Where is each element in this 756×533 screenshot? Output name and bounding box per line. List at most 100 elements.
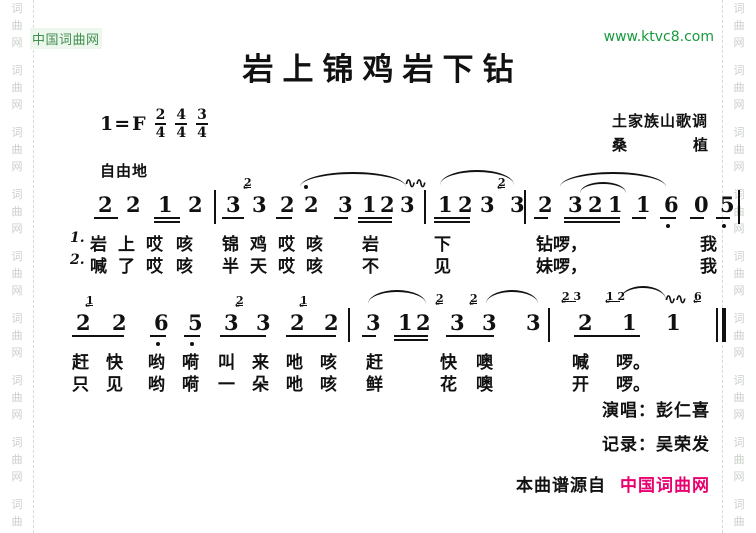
lyric-syllable: 锦 [222, 235, 239, 255]
beam [358, 221, 392, 223]
watermark-group: 词曲网 [2, 496, 32, 533]
note-5: 5 [188, 310, 203, 335]
lyric-syllable: 只 [72, 375, 89, 395]
credits-block: 演唱：彭仁喜 记录：吴荣发 [602, 396, 710, 455]
lyric-syllable: 妹啰， [536, 257, 587, 277]
lyric-syllable: 不 [362, 257, 379, 277]
grace-tail [436, 303, 443, 304]
watermark-char: 词 [11, 498, 23, 511]
note-2: 2 [588, 192, 603, 217]
grace-digits: 2 [236, 294, 244, 307]
note-3: 3 [568, 192, 583, 217]
lyric-syllable: 哎 [146, 235, 163, 255]
lyric-syllable: 岩 [362, 235, 379, 255]
beam [534, 217, 548, 219]
watermark-group: 词曲网 [2, 310, 32, 361]
barline [738, 190, 740, 224]
note-1: 1 [636, 192, 651, 217]
watermark-char: 网 [733, 222, 745, 235]
note-2: 2 [304, 192, 319, 217]
lyric-syllable: 见 [434, 257, 451, 277]
meter-denominator: 4 [176, 125, 187, 141]
lyric-syllable: 钻啰， [536, 235, 587, 255]
watermark-char: 曲 [11, 515, 23, 528]
note-2: 2 [126, 192, 141, 217]
note-3: 3 [510, 192, 525, 217]
watermark-group: 词曲网 [2, 434, 32, 485]
time-signature-3: 3 4 [196, 108, 208, 140]
lyric-syllable: 快 [106, 353, 123, 373]
watermark-char: 词 [11, 2, 23, 15]
note-1: 1 [438, 192, 453, 217]
note-1: 1 [398, 310, 413, 335]
beam [362, 335, 376, 337]
beam [184, 335, 200, 337]
lyric-syllable: 了 [118, 257, 135, 277]
watermark-char: 词 [733, 498, 745, 511]
watermark-group: 词曲网 [724, 372, 754, 423]
watermark-char: 曲 [11, 143, 23, 156]
watermark-char: 曲 [11, 453, 23, 466]
octave-dot [156, 342, 160, 346]
watermark-char: 曲 [733, 391, 745, 404]
barline [424, 190, 426, 224]
beam [394, 339, 428, 341]
watermark-char: 词 [733, 2, 745, 15]
watermark-group: 词曲网 [724, 0, 754, 51]
grace-slash: ᶜ [469, 298, 475, 312]
watermark-char: 网 [733, 470, 745, 483]
grace-slash: ᶜ [561, 296, 567, 310]
barline-thick [722, 308, 726, 342]
grace-slash: ᶜ [85, 300, 91, 314]
watermark-char: 词 [11, 312, 23, 325]
slur [486, 290, 538, 304]
grace-tail [606, 301, 620, 302]
lyric-syllable: 哟 [148, 375, 165, 395]
watermark-char: 曲 [11, 267, 23, 280]
slur [560, 172, 666, 187]
lyric-syllable: 哎 [146, 257, 163, 277]
note-3: 3 [450, 310, 465, 335]
source-brand: 中国词曲网 [620, 476, 710, 496]
beam [150, 335, 166, 337]
meter-numerator: 3 [196, 107, 208, 125]
lyric-syllable: 快 [440, 353, 457, 373]
watermark-char: 词 [733, 64, 745, 77]
slur [300, 172, 406, 187]
note-2: 2 [538, 192, 553, 217]
lyric-syllable: 喊 [572, 353, 589, 373]
watermark-char: 曲 [733, 267, 745, 280]
beam [358, 217, 392, 219]
grace-digits: 2 [470, 292, 478, 305]
barline [214, 190, 216, 224]
beam [394, 335, 428, 337]
watermark-char: 曲 [733, 453, 745, 466]
note-2: 2 [280, 192, 295, 217]
lyric-syllable: 下 [434, 235, 451, 255]
note-5: 5 [720, 192, 735, 217]
watermark-char: 曲 [11, 391, 23, 404]
region-right: 植 [692, 136, 708, 154]
watermark-group: 词曲网 [724, 248, 754, 299]
watermark-char: 词 [733, 250, 745, 263]
grace-slash: ᶜ [693, 296, 699, 310]
note-2: 2 [380, 192, 395, 217]
octave-dot [304, 185, 308, 189]
lyric-syllable: 咳 [306, 235, 323, 255]
beam [154, 221, 180, 223]
watermark-char: 网 [733, 36, 745, 49]
vibrato-mark: ∿∿ [404, 174, 427, 192]
watermark-group: 词曲网 [2, 186, 32, 237]
grace-slash: ᶜ [243, 182, 249, 196]
watermark-char: 词 [11, 188, 23, 201]
lyric-syllable: 来 [252, 353, 269, 373]
lyric-syllable: 叫 [218, 353, 235, 373]
lyric-syllable: 天 [250, 257, 267, 277]
watermark-char: 曲 [11, 205, 23, 218]
beam [716, 217, 730, 219]
watermark-column-left: 词曲网词曲网词曲网词曲网词曲网词曲网词曲网词曲网词曲网词曲网 [2, 0, 32, 533]
beam [660, 217, 676, 219]
